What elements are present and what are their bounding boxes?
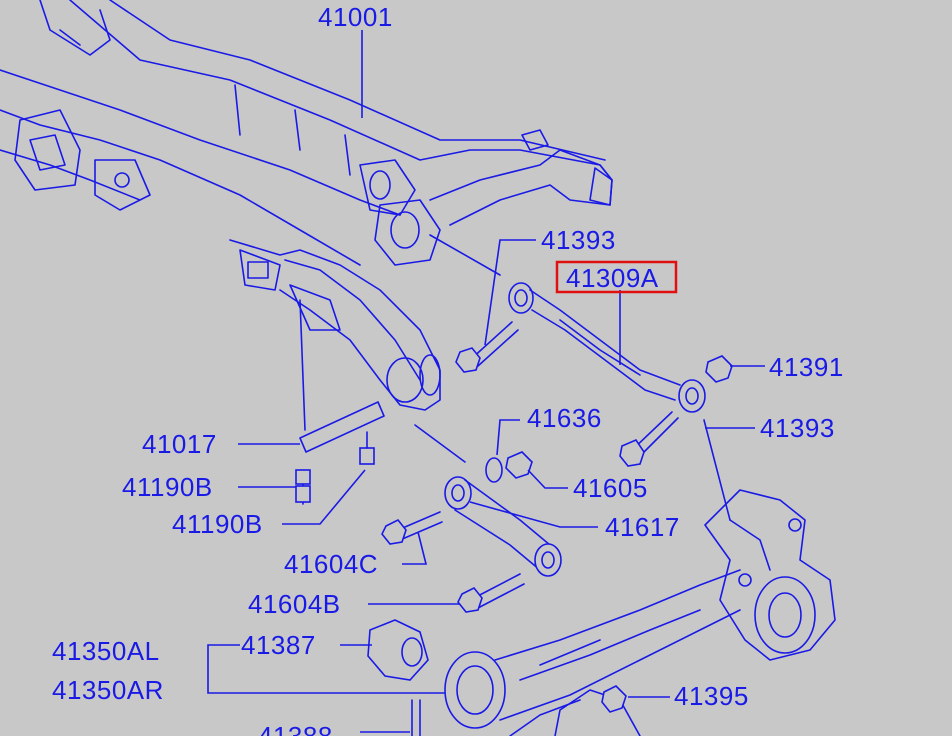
part-label-41017[interactable]: 41017 — [142, 429, 217, 459]
part-label-41604C[interactable]: 41604C — [284, 549, 378, 579]
part-label-41309A[interactable]: 41309A — [566, 263, 659, 293]
part-label-41636[interactable]: 41636 — [527, 403, 602, 433]
part-label-41395[interactable]: 41395 — [674, 681, 749, 711]
part-label-41393-top[interactable]: 41393 — [541, 225, 616, 255]
part-label-41604B[interactable]: 41604B — [248, 589, 341, 619]
part-label-41350AR[interactable]: 41350AR — [52, 675, 164, 705]
part-label-41350AL[interactable]: 41350AL — [52, 636, 160, 666]
part-label-41617[interactable]: 41617 — [605, 512, 680, 542]
part-label-41387[interactable]: 41387 — [241, 630, 316, 660]
part-label-41190B-2[interactable]: 41190B — [172, 509, 263, 539]
part-label-41391[interactable]: 41391 — [769, 352, 844, 382]
highlight-box — [555, 260, 678, 294]
part-label-41388[interactable]: 41388 — [258, 721, 333, 736]
leader-lines — [207, 30, 765, 733]
part-label-41001[interactable]: 41001 — [318, 2, 393, 32]
lower-arm-drawing — [295, 401, 836, 736]
subframe-drawing — [0, 0, 613, 463]
upper-arm-drawing — [429, 234, 733, 521]
part-label-41393-mid[interactable]: 41393 — [760, 413, 835, 443]
part-label-41605[interactable]: 41605 — [573, 473, 648, 503]
part-label-41190B-1[interactable]: 41190B — [122, 472, 213, 502]
